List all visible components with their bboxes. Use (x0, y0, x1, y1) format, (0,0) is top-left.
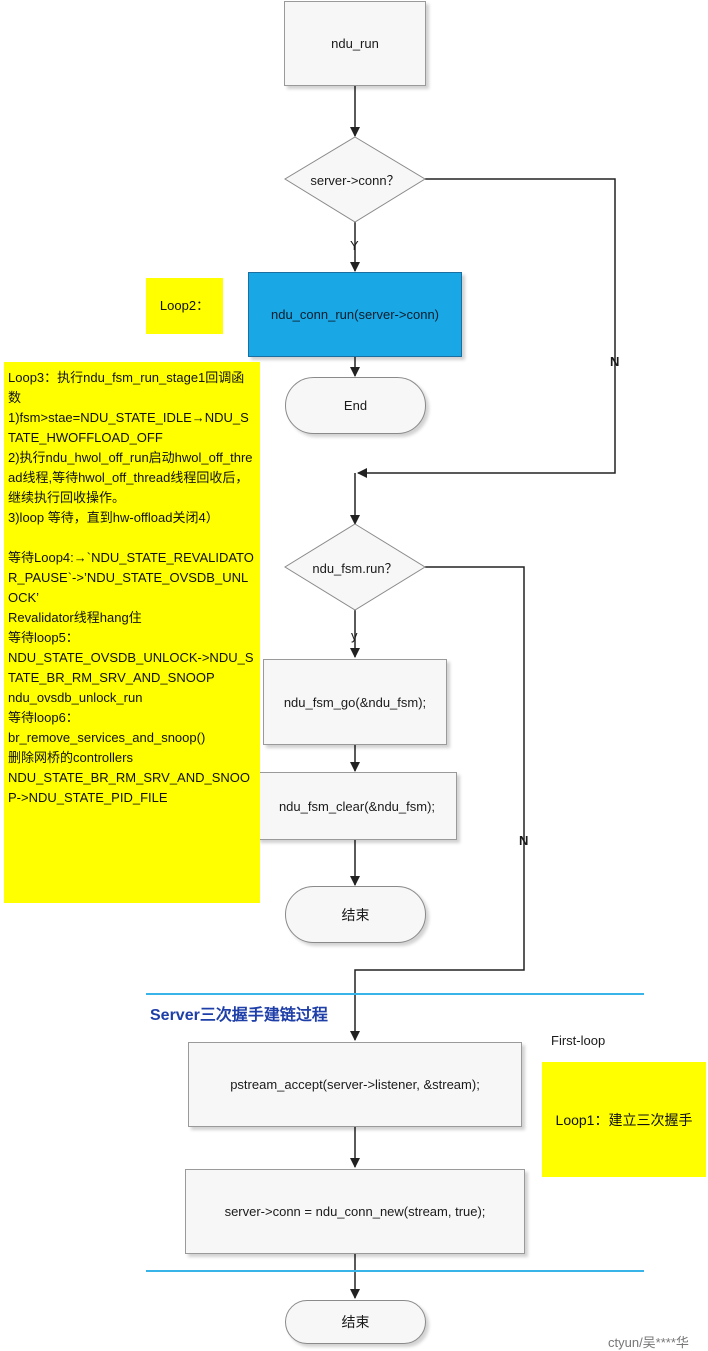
section-title-handshake: Server三次握手建链过程 (150, 1007, 328, 1024)
process-ndu-run-label: ndu_run (331, 36, 379, 51)
process-ndu-fsm-clear-label: ndu_fsm_clear(&ndu_fsm); (278, 798, 436, 814)
edge-label-n-upper: N (610, 354, 620, 369)
terminal-end-cn-2-label: 结束 (341, 1314, 370, 1330)
note-loop1: Loop1：建立三次握手 (542, 1062, 706, 1177)
decision-server-conn: server->conn？ (285, 170, 425, 189)
process-ndu-fsm-go: ndu_fsm_go(&ndu_fsm); (263, 659, 447, 745)
terminal-end: End (285, 377, 426, 434)
terminal-end-cn-2: 结束 (285, 1300, 426, 1344)
process-pstream-accept: pstream_accept(server->listener, &stream… (188, 1042, 522, 1127)
process-pstream-accept-label: pstream_accept(server->listener, &stream… (230, 1077, 480, 1092)
note-loop3: Loop3：执行ndu_fsm_run_stage1回调函数 1)fsm>sta… (4, 362, 260, 903)
edge-label-y-lower: y (351, 628, 358, 643)
edge-conn-check-no (357, 178, 616, 478)
decision-ndu-fsm-run-label: ndu_fsm.run？ (312, 561, 398, 576)
process-ndu-fsm-go-label: ndu_fsm_go(&ndu_fsm); (283, 694, 427, 710)
edge-label-n-lower: N (519, 833, 529, 848)
process-ndu-conn-run: ndu_conn_run(server->conn) (248, 272, 462, 357)
decision-ndu-fsm-run: ndu_fsm.run？ (285, 558, 425, 577)
process-ndu-fsm-clear: ndu_fsm_clear(&ndu_fsm); (257, 772, 457, 840)
note-loop2-text: Loop2： (159, 298, 210, 313)
process-ndu-run: ndu_run (284, 1, 426, 86)
decision-ndu-fsm-run-shape (284, 523, 426, 611)
decision-server-conn-label: server->conn？ (310, 173, 400, 188)
process-ndu-conn-run-label: ndu_conn_run(server->conn) (270, 307, 440, 322)
terminal-end-cn-1: 结束 (285, 886, 426, 943)
process-ndu-conn-new: server->conn = ndu_conn_new(stream, true… (185, 1169, 525, 1254)
watermark: ctyun/吴****华 (608, 1335, 689, 1350)
terminal-end-cn-1-label: 结束 (341, 906, 370, 923)
edge-label-y-upper: Y (350, 238, 359, 253)
note-loop1-text: Loop1：建立三次握手 (555, 1111, 693, 1128)
process-ndu-conn-new-label: server->conn = ndu_conn_new(stream, true… (224, 1204, 486, 1219)
first-loop-label: First-loop (551, 1033, 606, 1048)
note-loop2: Loop2： (146, 278, 223, 334)
terminal-end-label: End (343, 398, 368, 413)
decision-server-conn-shape (284, 136, 426, 223)
